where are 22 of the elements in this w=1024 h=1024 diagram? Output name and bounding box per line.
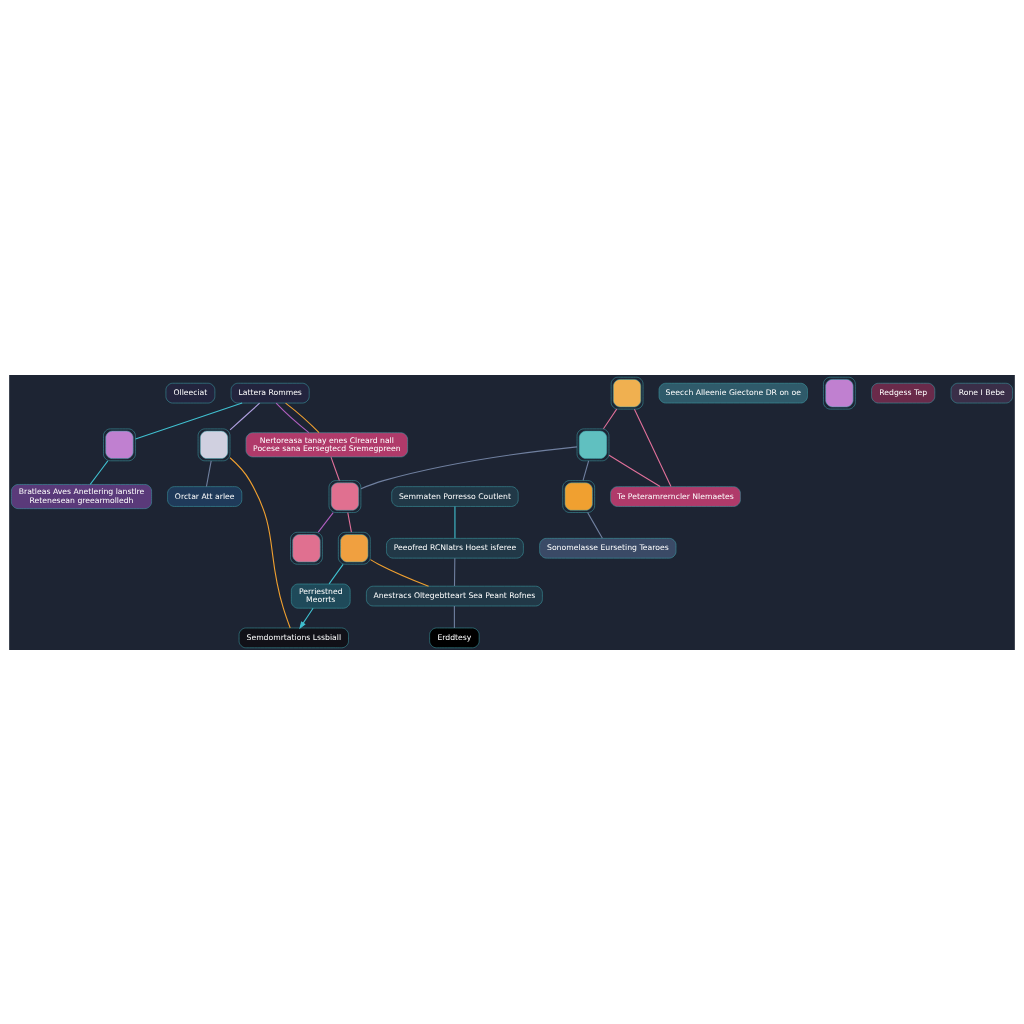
- connector: [454, 505, 456, 539]
- connector: [285, 402, 320, 433]
- connector: [453, 605, 455, 628]
- connector: [582, 459, 590, 481]
- connector: [229, 402, 261, 430]
- connector: [608, 454, 661, 487]
- connector: [453, 557, 456, 587]
- connector: [360, 445, 578, 489]
- connector: [275, 402, 310, 433]
- connector: [369, 558, 430, 587]
- connector: [633, 408, 672, 487]
- connector: [330, 456, 340, 481]
- connector: [89, 459, 109, 485]
- connector: [134, 402, 243, 439]
- arrow: [299, 607, 314, 629]
- connector: [328, 563, 344, 584]
- connector: [317, 511, 334, 533]
- connector: [347, 511, 352, 533]
- connector: [602, 408, 618, 429]
- connector: [205, 459, 212, 487]
- connector: [229, 456, 291, 628]
- connector: [587, 511, 603, 539]
